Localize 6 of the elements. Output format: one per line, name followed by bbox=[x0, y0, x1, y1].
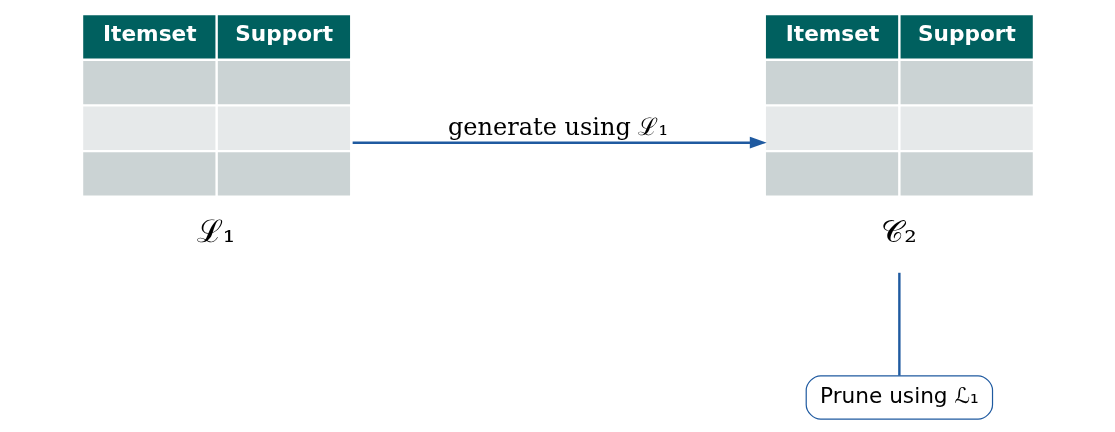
connector bbox=[897, 272, 901, 376]
node-label: ℒ₁ bbox=[196, 212, 235, 249]
node-label: 𝒞₂ bbox=[880, 212, 917, 249]
node-box: Prune using ℒ₁ bbox=[805, 375, 993, 420]
arrow bbox=[352, 136, 767, 149]
edge-label: generate using ℒ₁ bbox=[447, 113, 668, 142]
